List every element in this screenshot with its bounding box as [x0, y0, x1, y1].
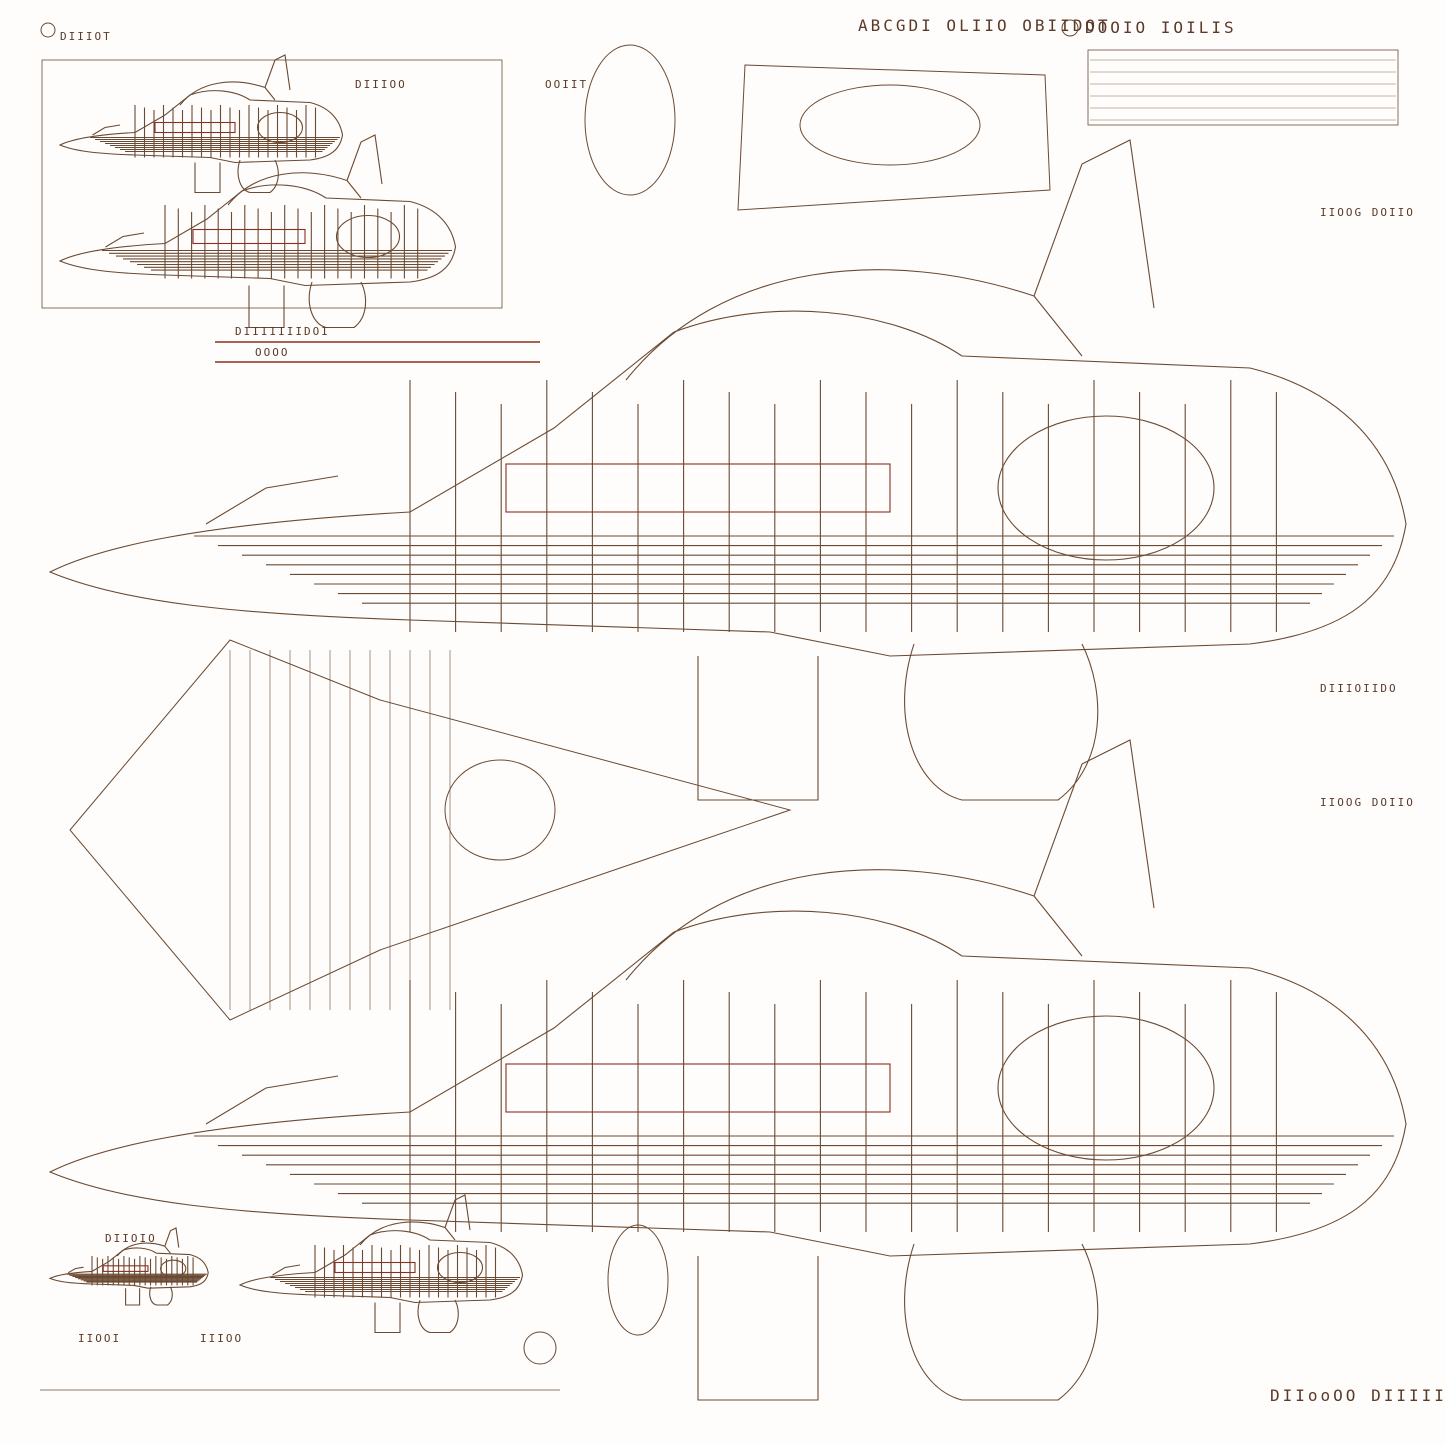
- label-right-2: DIIIOIIDO: [1320, 682, 1398, 695]
- label-top-left: DIIIOT: [60, 30, 112, 43]
- top-view-ship: [69, 639, 792, 1021]
- small-side-view-1: [58, 134, 457, 329]
- label-bottom-right: DIIooOO DIIIIIIOI: [1270, 1386, 1445, 1405]
- front-view: [584, 44, 676, 196]
- label-view-b: OOIIT: [545, 78, 589, 91]
- circle-marker: [1061, 19, 1079, 37]
- front-view-bottom: [607, 1224, 669, 1336]
- small-side-view-3: [238, 1194, 524, 1334]
- spec-title: DOOIO IOILIS: [1085, 18, 1237, 37]
- label-bottom-2: IIOOI: [78, 1332, 122, 1345]
- small-side-view-2: [58, 54, 344, 194]
- inset-frame: [737, 64, 1051, 211]
- label-mid-left-1: DIIIIIIIDOI: [235, 325, 330, 338]
- small-side-view-4: [48, 1227, 209, 1306]
- side-view-ship-bottom: [48, 739, 1407, 1401]
- circle-marker: [40, 22, 56, 38]
- label-right-3: IIOOG DOIIO: [1320, 796, 1415, 809]
- part-detail: [523, 1331, 557, 1365]
- spec-table: [1087, 49, 1399, 126]
- label-bottom-1: DIIOIO: [105, 1232, 157, 1245]
- inset-hull: [799, 84, 981, 166]
- side-view-ship-top: [48, 139, 1407, 801]
- top-view-cockpit: [444, 759, 556, 861]
- label-view-a: DIIIOO: [355, 78, 407, 91]
- header-title: ABCGDI OLIIO OBIIDOT: [858, 16, 1111, 35]
- frame-top-left: [41, 59, 503, 309]
- label-mid-left-2: OOOO: [255, 346, 290, 359]
- label-bottom-3: IIIOO: [200, 1332, 244, 1345]
- label-right-1: IIOOG DOIIO: [1320, 206, 1415, 219]
